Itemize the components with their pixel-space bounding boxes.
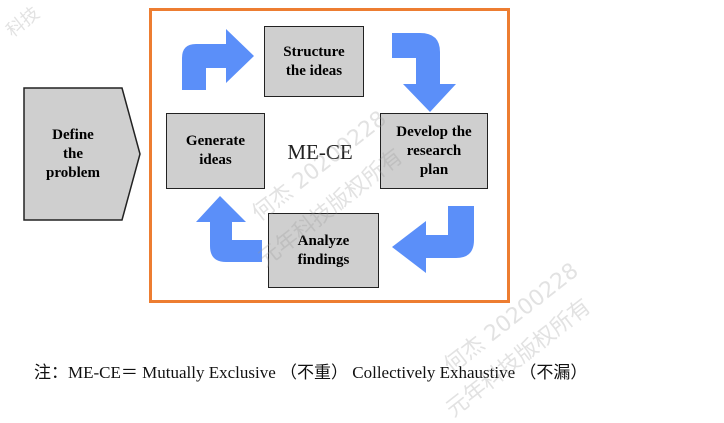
define-problem-box: Define the problem [24,88,122,220]
step-analyze-box: Analyze findings [268,213,379,288]
footnote-cn-no-overlap: （不重） [280,363,349,382]
define-problem-label: Define the problem [46,126,100,181]
arrow-develop-to-analyze [392,206,474,273]
arrow-structure-to-develop [392,33,456,112]
footnote-cn-no-omission: （不漏） [519,363,588,382]
footnote-term-mutually-exclusive: Mutually Exclusive [142,363,276,382]
center-label-mece: ME-CE [287,140,353,164]
step-structure-label: Structure the ideas [283,43,345,79]
orange-frame [149,8,510,303]
define-problem-shape [23,87,141,221]
cycle-arrows [182,29,474,273]
footnote-term-collectively-exhaustive: Collectively Exhaustive [352,363,516,382]
footnote: 注：ME-CE＝ Mutually Exclusive （不重） Collect… [34,358,587,383]
arrow-analyze-to-generate [196,196,262,262]
step-develop-box: Develop the research plan [380,113,488,189]
step-structure-box: Structure the ideas [264,26,364,97]
footnote-prefix: 注：ME-CE＝ [34,363,138,382]
step-analyze-label: Analyze findings [297,232,350,268]
step-generate-label: Generate ideas [185,133,246,168]
step-develop-label: Develop the research plan [396,123,472,178]
arrow-generate-to-structure [182,29,254,90]
step-generate-box: Generate ideas [166,113,265,189]
mece-diagram: Define the problem Structure the ideas D… [2,3,595,422]
